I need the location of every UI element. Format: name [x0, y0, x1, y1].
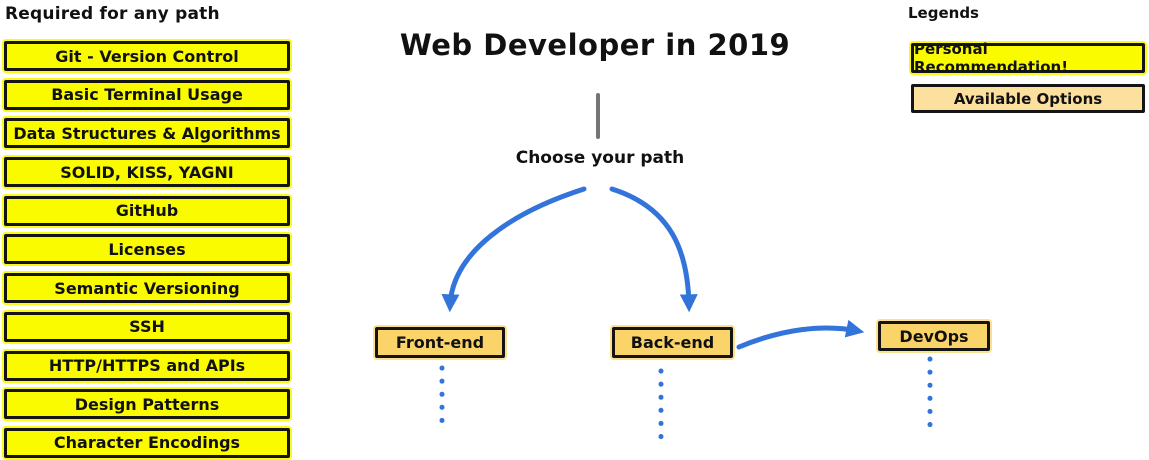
required-skill-box: Basic Terminal Usage	[4, 79, 290, 110]
required-skill-box: Design Patterns	[4, 389, 290, 420]
required-skill-box: HTTP/HTTPS and APIs	[4, 350, 290, 381]
required-skill-box: Character Encodings	[4, 427, 290, 458]
arrow-to-frontend	[441, 186, 587, 313]
legend-heading: Legends	[908, 4, 979, 22]
required-skill-list: Git - Version Control Basic Terminal Usa…	[4, 41, 290, 458]
required-skill-box: Semantic Versioning	[4, 273, 290, 304]
required-skill-box: SSH	[4, 311, 290, 342]
required-skill-box: Licenses	[4, 234, 290, 265]
choose-path-label: Choose your path	[515, 148, 685, 168]
required-skill-box: Git - Version Control	[4, 41, 290, 71]
path-node-backend: Back-end	[612, 327, 733, 358]
legend-available-options: Available Options	[911, 84, 1145, 113]
required-skill-box: Data Structures & Algorithms	[4, 118, 290, 149]
path-node-devops: DevOps	[878, 321, 990, 351]
arrow-backend-to-devops	[736, 319, 865, 350]
required-skill-box: GitHub	[4, 195, 290, 226]
arrow-to-backend	[609, 186, 698, 313]
title-connector-line	[596, 93, 600, 139]
legend-personal-recommendation: Personal Recommendation!	[911, 40, 1145, 76]
required-section-heading: Required for any path	[5, 4, 220, 24]
required-skill-box: SOLID, KISS, YAGNI	[4, 157, 290, 188]
page-title: Web Developer in 2019	[399, 28, 791, 62]
path-node-frontend: Front-end	[375, 327, 505, 358]
